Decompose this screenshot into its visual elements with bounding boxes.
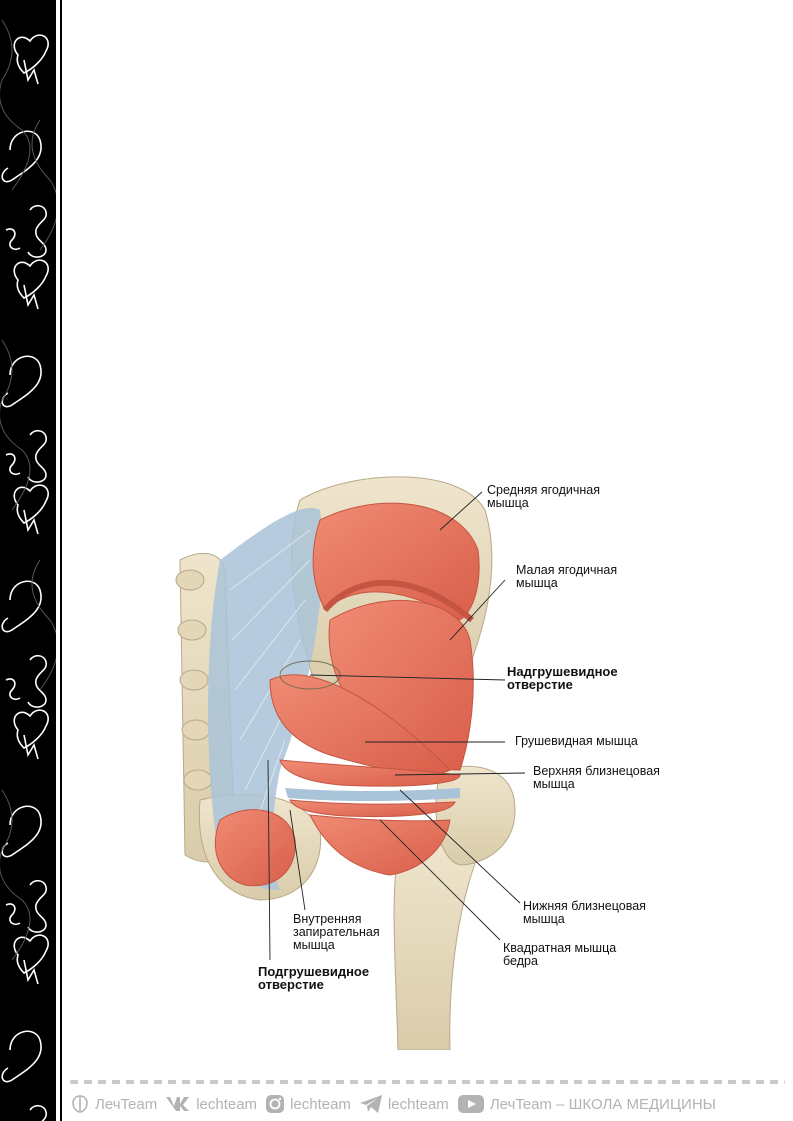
telegram-icon [359, 1095, 382, 1113]
social-links: ЛечTeam lechteam lechteam lechteam [70, 1093, 785, 1115]
label-superior-gemellus: Верхняя близнецовая мышца [533, 764, 660, 791]
label-piriformis: Грушевидная мышца [515, 734, 638, 748]
footer-brand-label: ЛечTeam [95, 1095, 158, 1113]
page-footer: ЛечTeam lechteam lechteam lechteam [70, 1075, 785, 1115]
footer-brand[interactable]: ЛечTeam [70, 1094, 157, 1114]
label-inferior-gemellus: Нижняя близнецовая мышца [523, 899, 646, 926]
label-suprapiriform-foramen: Надгрушевидное отверстие [507, 664, 618, 692]
label-infrapiriform-foramen: Подгрушевидное отверстие [258, 964, 370, 992]
label-quadratus-femoris: Квадратная мышца бедра [503, 941, 617, 968]
footer-youtube-label: ЛечTeam – ШКОЛА МЕДИЦИНЫ [489, 1095, 716, 1113]
footer-dashed-rule [70, 1080, 785, 1084]
footer-telegram-label: lechteam [387, 1095, 449, 1113]
label-minimus-gluteus: Малая ягодичная мышца [516, 563, 618, 590]
decorative-strip [0, 0, 62, 1121]
footer-youtube[interactable]: ЛечTeam – ШКОЛА МЕДИЦИНЫ [457, 1094, 716, 1114]
footer-instagram-label: lechteam [290, 1095, 351, 1113]
youtube-icon [457, 1095, 484, 1113]
strip-rule [56, 0, 60, 1121]
hip-muscle-illustration [160, 470, 540, 1055]
brain-icon [72, 1095, 88, 1113]
footer-telegram[interactable]: lechteam [359, 1094, 449, 1114]
label-obturator-internus: Внутренняя запирательная мышца [293, 912, 380, 952]
anatomy-drawing [175, 476, 526, 1051]
vk-icon [166, 1097, 190, 1111]
label-middle-gluteus: Средняя ягодичная мышца [487, 483, 601, 510]
instagram-icon [266, 1095, 285, 1113]
footer-vk-label: lechteam [196, 1095, 258, 1113]
footer-vk[interactable]: lechteam [165, 1095, 257, 1113]
organ-pattern [0, 19, 59, 1121]
footer-instagram[interactable]: lechteam [265, 1094, 351, 1114]
